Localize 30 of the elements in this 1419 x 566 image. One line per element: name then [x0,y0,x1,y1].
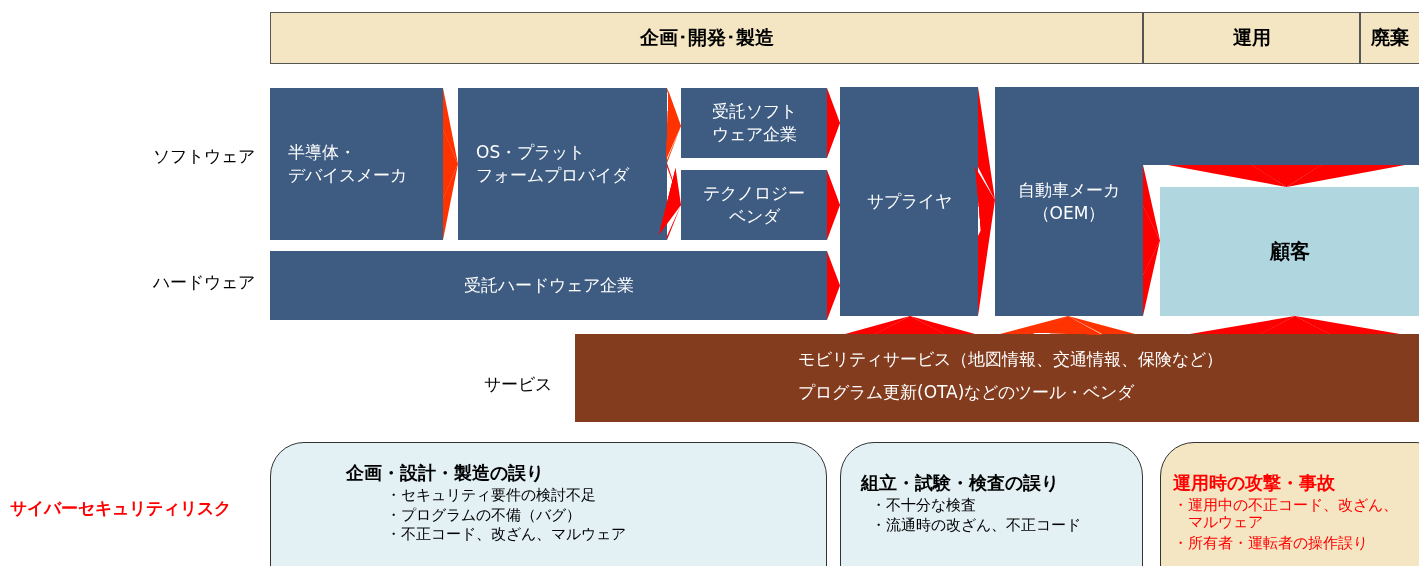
bullet-text: ・流通時の改ざん、不正コード [871,516,1082,534]
phase-header: 廃棄 [1360,12,1419,64]
service-text: モビリティサービス（地図情報、交通情報、保険など） [798,348,1223,371]
phase-header: 運用 [1143,12,1360,64]
company-box: OS・プラットフォームプロバイダ [458,88,667,240]
company-box: 受託ハードウェア企業 [270,251,827,320]
customer-box: 顧客 [1160,187,1419,316]
row-label: ハードウェア [153,271,255,294]
bullet-text: ・不正コード、改ざん、マルウェア [386,526,627,544]
phase-header: 企画･開発･製造 [270,12,1143,64]
risk-label: サイバーセキュリティリスク [10,497,231,520]
risk-box [840,442,1143,566]
company-box: 半導体・デバイスメーカ [270,88,443,240]
box-label: 自動車メーカ（OEM） [1017,178,1121,225]
bullet-text: ・運用中の不正コード、改ざん、マルウェア [1173,497,1399,532]
risk-box [270,442,827,566]
risk-heading: 運用時の攻撃・事故 [1173,471,1335,495]
row-label: サービス [484,373,552,396]
bullet-text: ・所有者・運転者の操作誤り [1173,535,1369,553]
risk-heading: 企画・設計・製造の誤り [346,461,544,485]
company-box: 受託ソフトウェア企業 [681,88,827,158]
bullet-text: ・不十分な検査 [871,497,977,515]
row-label: ソフトウェア [153,145,255,168]
bullet-text: ・プログラムの不備（バグ） [386,506,582,524]
service-text: プログラム更新(OTA)などのツール・ベンダ [798,381,1135,404]
company-box: テクノロジーベンダ [681,170,827,240]
bullet-text: ・セキュリティ要件の検討不足 [386,487,597,505]
company-box: サプライヤ [840,87,978,316]
service-band [575,334,1419,422]
risk-heading: 組立・試験・検査の誤り [861,471,1059,495]
